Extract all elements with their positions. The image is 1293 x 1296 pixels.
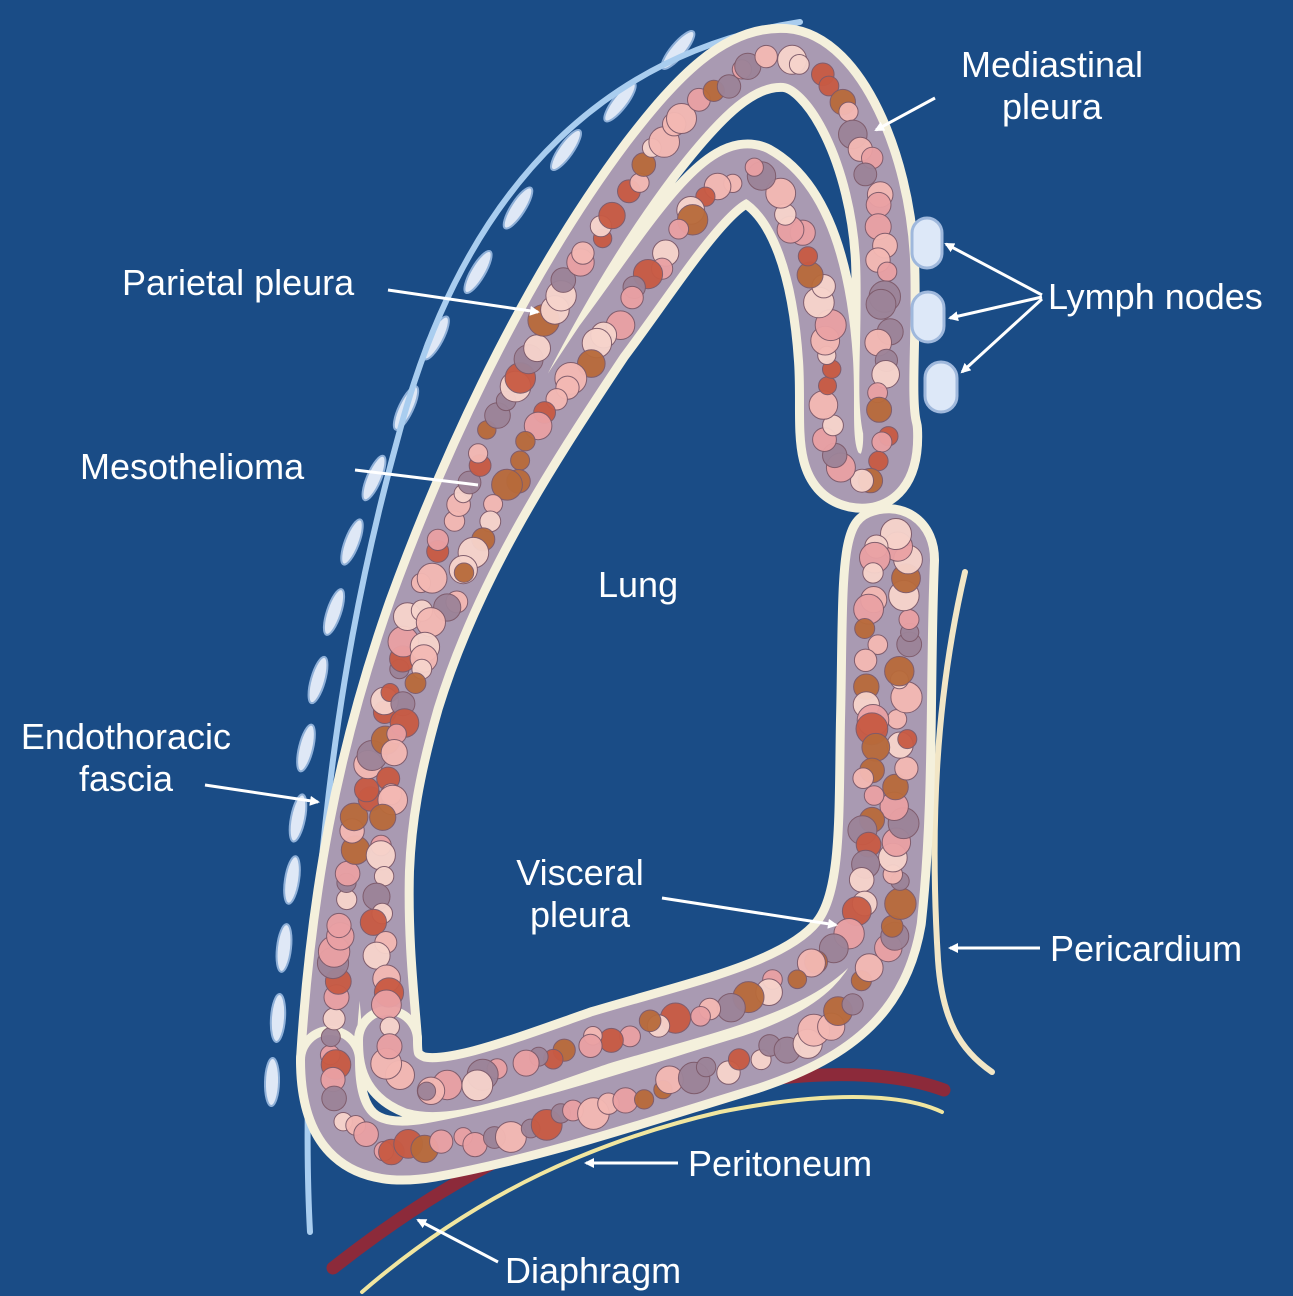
mediastinal-pleura-line-2: pleura	[942, 86, 1162, 128]
tumor-cell	[462, 1070, 493, 1101]
tumor-cell	[469, 444, 488, 463]
tumor-cell	[669, 219, 689, 239]
tumor-cell	[427, 529, 448, 550]
tumor-cell	[327, 913, 351, 937]
tumor-cell	[323, 1008, 345, 1030]
tumor-cell	[855, 619, 875, 639]
lymph-node	[925, 362, 957, 412]
tumor-cell	[370, 804, 396, 830]
tumor-cell	[864, 786, 884, 806]
tumor-cell	[639, 1010, 661, 1032]
tumor-cell	[866, 289, 896, 319]
tumor-cell	[335, 861, 360, 886]
tumor-cell	[869, 451, 888, 470]
tumor-cell	[798, 247, 817, 266]
mediastinal-pleura-label: Mediastinal pleura	[942, 44, 1162, 128]
lymph-node	[912, 218, 942, 268]
tumor-cell	[854, 163, 877, 186]
tumor-cell	[789, 55, 809, 75]
tumor-cell	[842, 994, 863, 1015]
tumor-cell	[322, 1086, 347, 1111]
tumor-cell	[454, 563, 473, 582]
mesothelioma-label: Mesothelioma	[80, 446, 304, 488]
tumor-cell	[372, 990, 402, 1020]
tumor-cell	[321, 1028, 340, 1047]
tumor-cell	[572, 242, 594, 264]
endothoracic-fascia-line-1: Endothoracic	[6, 716, 246, 758]
tumor-cell	[484, 495, 503, 514]
tumor-cell	[809, 391, 838, 420]
tumor-cell	[405, 673, 426, 694]
rib	[264, 1058, 279, 1106]
tumor-cell	[599, 202, 625, 228]
tumor-cell	[691, 1007, 711, 1027]
tumor-cell	[696, 1057, 715, 1076]
tumor-cell	[354, 1122, 379, 1147]
tumor-cell	[355, 777, 379, 801]
tumor-cell	[878, 262, 897, 281]
tumor-cell	[745, 158, 763, 176]
tumor-cell	[579, 1034, 602, 1057]
lung-label: Lung	[598, 564, 678, 606]
tumor-cell	[854, 649, 876, 671]
tumor-cell	[635, 1090, 654, 1109]
tumor-cell	[819, 377, 837, 395]
tumor-cell	[381, 740, 407, 766]
tumor-cell	[885, 888, 916, 919]
tumor-cell	[755, 45, 777, 67]
tumor-cell	[513, 1050, 539, 1076]
tumor-cell	[899, 610, 919, 630]
tumor-cell	[853, 768, 874, 789]
tumor-cell	[524, 335, 551, 362]
tumor-cell	[516, 432, 535, 451]
peritoneum-label: Peritoneum	[688, 1143, 872, 1185]
visceral-pleura-line-2: pleura	[500, 894, 660, 936]
tumor-cell	[863, 563, 883, 583]
tumor-cell	[511, 451, 530, 470]
tumor-cell	[621, 286, 643, 308]
mediastinal-pleura-line-1: Mediastinal	[942, 44, 1162, 86]
tumor-cell	[599, 1028, 623, 1052]
endothoracic-fascia-label: Endothoracic fascia	[6, 716, 246, 800]
tumor-cell	[862, 733, 890, 761]
tumor-cell	[418, 1082, 436, 1100]
tumor-cell	[867, 397, 892, 422]
parietal-pleura-label: Parietal pleura	[122, 262, 354, 304]
tumor-cell	[898, 730, 917, 749]
pericardium-label: Pericardium	[1050, 928, 1242, 970]
tumor-cell	[430, 1130, 453, 1153]
tumor-cell	[417, 563, 447, 593]
lymph-node	[912, 292, 944, 342]
visceral-pleura-line-1: Visceral	[500, 852, 660, 894]
visceral-pleura-label: Visceral pleura	[500, 852, 660, 936]
tumor-cell	[885, 657, 914, 686]
tumor-cell	[895, 757, 918, 780]
tumor-cell	[377, 1034, 402, 1059]
tumor-cell	[872, 432, 892, 452]
tumor-cell	[366, 841, 395, 870]
tumor-cell	[839, 102, 858, 121]
tumor-cell	[788, 970, 807, 989]
tumor-cell	[728, 1049, 749, 1070]
endothoracic-fascia-line-2: fascia	[6, 758, 246, 800]
diaphragm-label: Diaphragm	[505, 1250, 681, 1292]
tumor-cell	[717, 994, 745, 1022]
lymph-nodes-label: Lymph nodes	[1048, 276, 1263, 318]
tumor-cell	[849, 868, 874, 893]
